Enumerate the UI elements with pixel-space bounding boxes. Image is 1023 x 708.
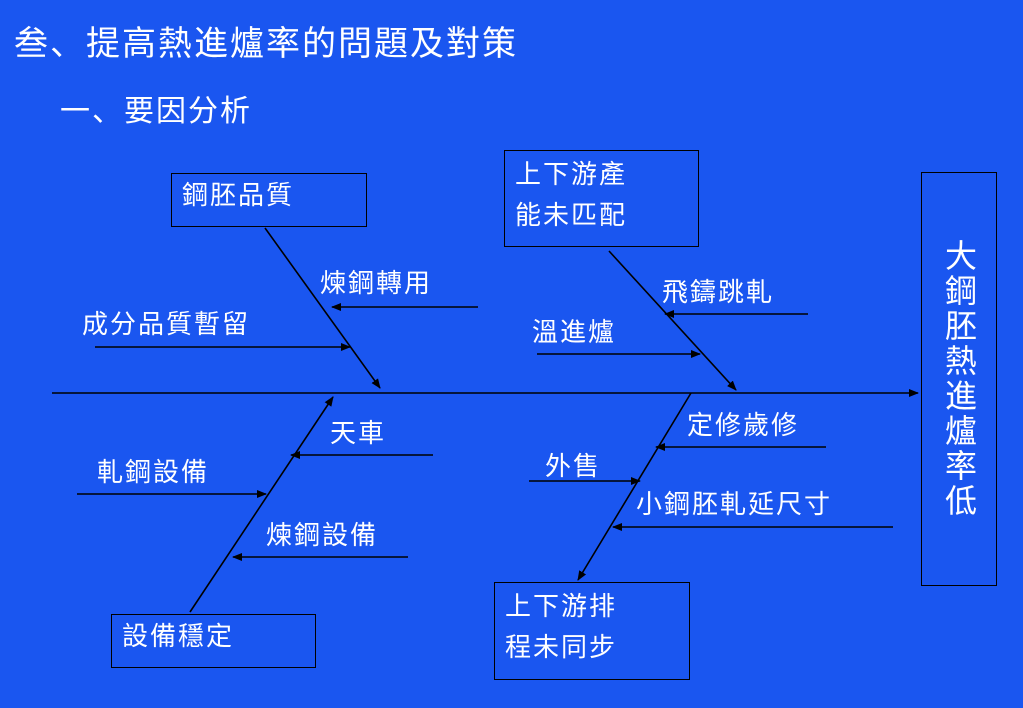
cause-box-equipment-stability: 設備穩定 bbox=[111, 614, 316, 668]
subcause-rolling-equipment: 軋鋼設備 bbox=[97, 458, 210, 488]
bone-schedule-sync bbox=[577, 392, 692, 581]
cause-label-line2: 程未同步 bbox=[505, 633, 618, 663]
subcause-crane: 天車 bbox=[330, 419, 387, 449]
page-subtitle: 一、要因分析 bbox=[60, 94, 252, 129]
cause-label-line2: 能未匹配 bbox=[515, 201, 628, 231]
cause-box-billet-quality: 鋼胚品質 bbox=[171, 173, 367, 227]
page-title: 叁、提高熱進爐率的問題及對策 bbox=[14, 24, 518, 64]
cause-label-line1: 上下游產 bbox=[515, 160, 628, 190]
subcause-flying-cast: 飛鑄跳軋 bbox=[662, 278, 775, 308]
subcause-composition-hold: 成分品質暫留 bbox=[82, 310, 251, 340]
subcause-steelmaking-equipment: 煉鋼設備 bbox=[266, 521, 379, 551]
subcause-warm-charge: 溫進爐 bbox=[532, 318, 617, 348]
result-box: 大鋼胚熱進爐率低 bbox=[921, 172, 997, 586]
bone-equipment-stability bbox=[189, 396, 334, 613]
bone-capacity-mismatch bbox=[608, 250, 737, 391]
bone-billet-quality bbox=[264, 227, 381, 389]
subcause-external-sale: 外售 bbox=[545, 452, 602, 482]
subcause-steel-transfer: 煉鋼轉用 bbox=[320, 269, 433, 299]
cause-label: 設備穩定 bbox=[122, 622, 235, 652]
cause-label-line1: 上下游排 bbox=[505, 592, 618, 622]
result-label: 大鋼胚熱進爐率低 bbox=[940, 239, 978, 519]
subcause-small-billet-size: 小鋼胚軋延尺寸 bbox=[636, 490, 833, 520]
subcause-maintenance: 定修歲修 bbox=[687, 411, 800, 441]
cause-box-schedule-sync: 上下游排 程未同步 bbox=[494, 582, 690, 680]
cause-label: 鋼胚品質 bbox=[182, 181, 295, 211]
cause-box-capacity-mismatch: 上下游產 能未匹配 bbox=[504, 150, 699, 247]
